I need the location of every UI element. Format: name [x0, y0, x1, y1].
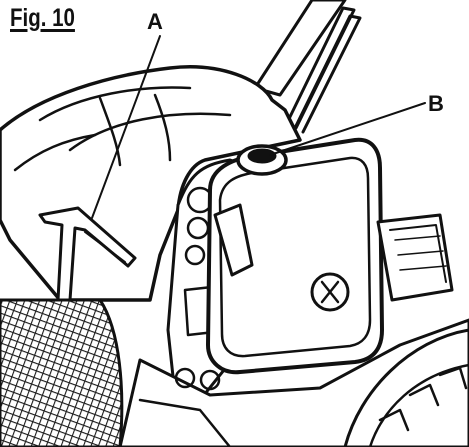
callout-b-label: B	[428, 91, 444, 116]
grass-bag-mesh	[0, 298, 124, 447]
air-filter-cover	[206, 137, 384, 375]
callout-a-leader	[91, 35, 161, 219]
primer-bulb	[236, 144, 288, 176]
figure-label: Fig. 10	[10, 4, 75, 32]
callout-b-leader	[269, 102, 426, 156]
starter-handle-loop	[38, 206, 137, 302]
handle-bar	[253, 0, 362, 134]
callout-a-label: A	[147, 9, 163, 34]
side-module	[376, 213, 454, 302]
